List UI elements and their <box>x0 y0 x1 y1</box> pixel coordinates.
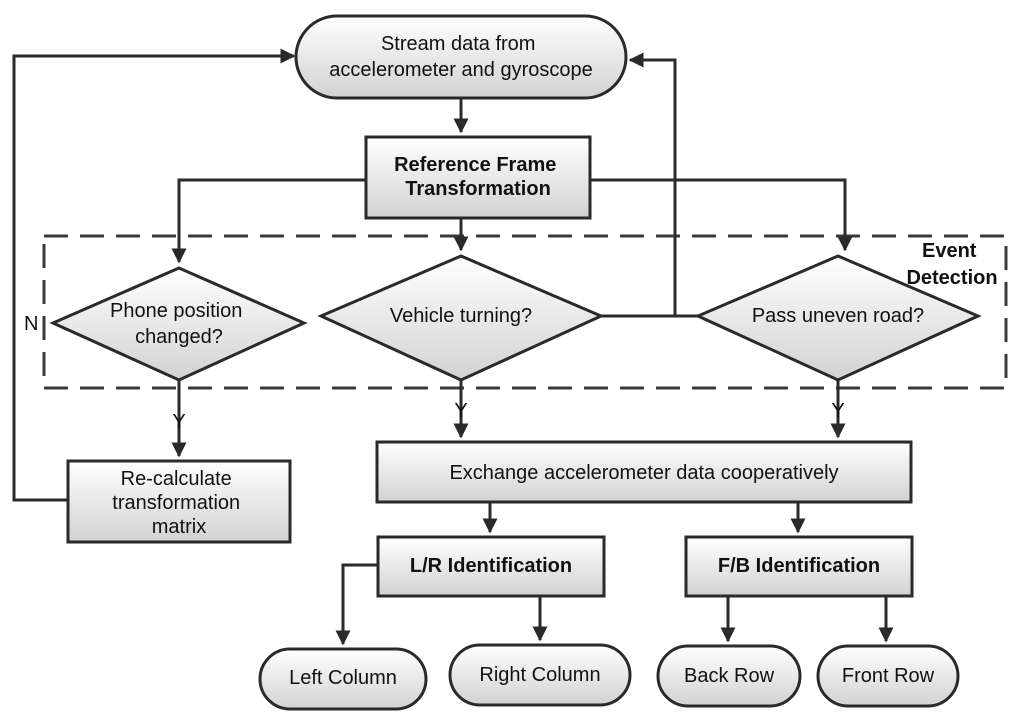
svg-text:Front Row: Front Row <box>842 665 935 687</box>
node-exchange-data: Exchange accelerometer data cooperativel… <box>375 440 913 504</box>
node-back-row: Back Row <box>656 644 802 708</box>
edge-reference-to-uneven <box>590 178 853 252</box>
svg-text:Pass uneven road?: Pass uneven road? <box>752 305 924 327</box>
node-lr-identification: L/R Identification <box>376 535 606 598</box>
svg-text:L/R Identification: L/R Identification <box>410 555 572 577</box>
edge-lr-to-left <box>335 563 378 646</box>
edge-label-yes-uneven: Y <box>831 400 844 422</box>
node-front-row: Front Row <box>816 644 960 708</box>
svg-text:Phone position changed?: Phone position changed? <box>110 300 248 348</box>
edge-labels: N Y Y Y <box>24 313 845 433</box>
node-reference-frame-transformation: Reference Frame Transformation <box>364 135 592 220</box>
event-detection-region: Event Detection <box>42 234 1008 390</box>
node-vehicle-turning: Vehicle turning? <box>317 254 605 382</box>
svg-text:F/B Identification: F/B Identification <box>718 555 880 577</box>
svg-text:Stream data from acceler: Stream data from accelerometer and gyros… <box>329 33 592 81</box>
edge-label-yes-phone: Y <box>172 411 185 433</box>
svg-text:Reference Frame Transfor: Reference Frame Transformation <box>394 154 562 200</box>
node-recalculate-matrix: Re-calculate transformation matrix <box>66 459 292 544</box>
region-label: Event Detection <box>906 240 997 289</box>
node-left-column: Left Column <box>258 647 428 711</box>
node-fb-identification: F/B Identification <box>684 535 914 598</box>
node-pass-uneven-road: Pass uneven road? <box>694 254 982 382</box>
svg-text:Right Column: Right Column <box>479 664 600 686</box>
edge-reference-to-phone <box>171 178 366 264</box>
edge-recalc-to-stream <box>12 48 296 502</box>
edges <box>12 48 894 646</box>
node-stream-data: Stream data from accelerometer and gyros… <box>294 14 628 100</box>
svg-text:Back Row: Back Row <box>684 665 775 687</box>
node-phone-position-changed: Phone position changed? <box>49 266 308 382</box>
svg-text:Left Column: Left Column <box>289 667 397 689</box>
edge-label-no: N <box>24 313 38 335</box>
svg-text:Re-calculate transformat: Re-calculate transformation matrix <box>112 468 245 538</box>
edge-no-loop-to-stream <box>601 52 677 318</box>
svg-text:Vehicle turning?: Vehicle turning? <box>390 305 532 327</box>
node-right-column: Right Column <box>448 643 632 707</box>
svg-text:Exchange accelerometer data co: Exchange accelerometer data cooperativel… <box>449 462 838 484</box>
edge-label-yes-turning: Y <box>454 400 467 422</box>
